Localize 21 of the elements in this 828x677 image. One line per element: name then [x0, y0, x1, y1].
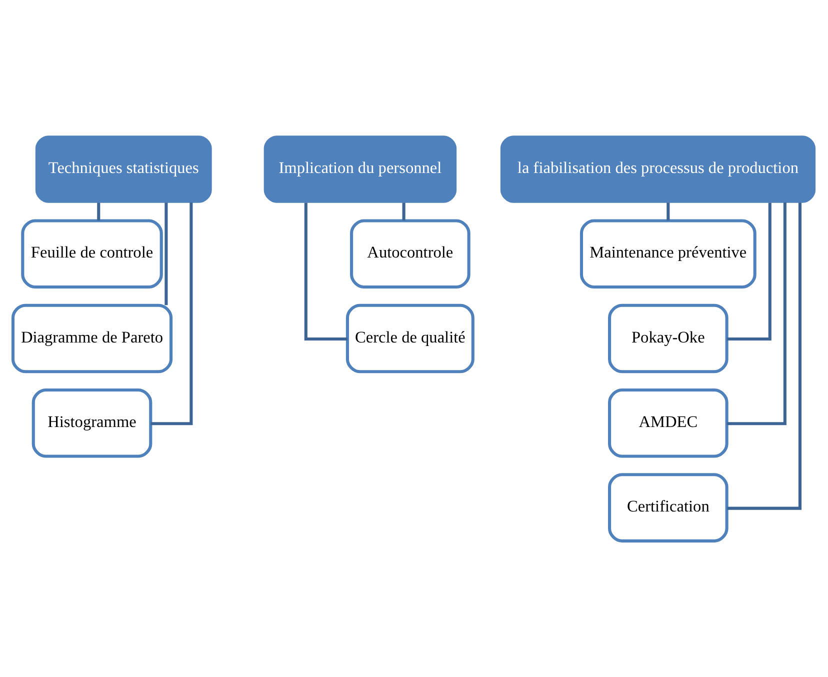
- connector: [164, 202, 168, 306]
- connector: [304, 202, 348, 341]
- connector: [150, 202, 193, 426]
- node-box: Techniques statistiques: [35, 136, 212, 203]
- node-box: Certification: [608, 473, 728, 542]
- node-box: Histogramme: [32, 388, 152, 458]
- node-box: Autocontrole: [350, 219, 470, 289]
- connector: [402, 202, 406, 221]
- node-box: Cercle de qualité: [346, 304, 474, 374]
- connector: [726, 202, 786, 426]
- node-box: Diagramme de Pareto: [11, 304, 173, 374]
- connector: [666, 202, 670, 221]
- node-box: Maintenance préventive: [580, 219, 756, 289]
- connector: [97, 202, 100, 221]
- connector: [727, 202, 802, 510]
- connector: [727, 202, 772, 341]
- node-box: AMDEC: [608, 388, 728, 458]
- node-box: Feuille de controle: [21, 219, 163, 289]
- node-box: la fiabilisation des processus de production: [500, 136, 816, 203]
- node-box: Pokay-Oke: [608, 304, 728, 374]
- node-box: Implication du personnel: [264, 136, 457, 203]
